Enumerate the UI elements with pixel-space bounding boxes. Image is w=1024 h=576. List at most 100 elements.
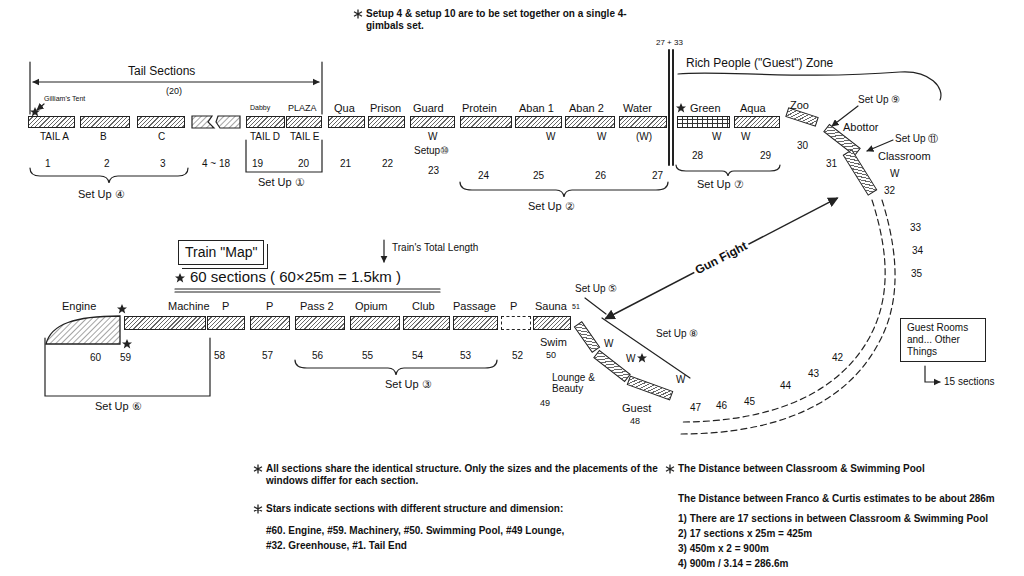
car-body xyxy=(207,316,245,330)
car-name: B xyxy=(100,131,107,143)
car-name: Engine xyxy=(62,300,96,313)
car-name: Opium xyxy=(355,300,387,313)
annotation: #32. Greenhouse, #1. Tail End xyxy=(266,540,407,552)
annotation: 20 xyxy=(298,158,309,170)
car-name: Sauna xyxy=(535,300,567,313)
annotation: 58 xyxy=(214,350,225,362)
annotation: 4) 900m / 3.14 = 286.6m xyxy=(678,558,788,570)
train-car: Prison xyxy=(366,100,407,130)
car-name: Club xyxy=(412,300,435,313)
annotation: 31 xyxy=(826,158,837,170)
car-body xyxy=(328,116,365,128)
car-body xyxy=(368,116,405,128)
car-body xyxy=(593,350,631,383)
car-body xyxy=(501,316,531,330)
train-car: Passage xyxy=(451,298,500,332)
annotation: 23 xyxy=(428,165,439,177)
annotation: 44 xyxy=(780,380,791,392)
annotation: Set Up ③ xyxy=(385,378,432,391)
car-name: Qua xyxy=(334,102,355,115)
annotation: W xyxy=(597,131,606,143)
car-name: Pass 2 xyxy=(300,300,334,313)
car-name: Guard xyxy=(413,102,444,115)
train-car: Guest xyxy=(620,373,675,416)
car-body xyxy=(677,116,730,128)
car-name: Protein xyxy=(462,102,497,115)
annotation: 50 xyxy=(546,350,556,361)
arrow-line xyxy=(605,198,837,319)
car-name: Classroom xyxy=(878,150,931,163)
train-car: B xyxy=(78,114,132,145)
train-car: P xyxy=(499,298,533,332)
annotation: Set Up ⑧ xyxy=(656,328,698,340)
annotation: Set Up ⑤ xyxy=(575,283,617,295)
box-text: Train "Map" xyxy=(185,244,257,261)
train-car: DabbyTAIL D xyxy=(244,102,287,145)
train-car: Pass 2 xyxy=(293,298,347,332)
annotation: 24 xyxy=(478,170,489,182)
annotation: 28 xyxy=(692,150,703,162)
annotation: All sections share the identical structu… xyxy=(266,463,666,487)
car-body xyxy=(453,316,498,330)
car-name: Passage xyxy=(453,300,496,313)
car-name: Abottor xyxy=(843,121,878,134)
train-car: Qua xyxy=(326,100,367,130)
annotation: 55 xyxy=(362,350,373,362)
annotation: Set Up ② xyxy=(528,200,575,213)
box-text: Guest Rooms and... Other Things xyxy=(907,322,979,358)
annotation: Set Up ⑥ xyxy=(95,400,142,413)
annotation: 3) 450m x 2 = 900m xyxy=(678,543,769,555)
car-body xyxy=(246,116,285,128)
annotation: Set Up ⑦ xyxy=(697,178,744,191)
annotation: 34 xyxy=(912,245,923,257)
car-body xyxy=(286,116,322,128)
annotation: 22 xyxy=(382,158,393,170)
car-name: Aqua xyxy=(740,102,766,115)
annotation: 54 xyxy=(412,350,423,362)
car-name: Aban 1 xyxy=(519,102,554,115)
annotation: Setup⑩ xyxy=(414,145,449,157)
car-body xyxy=(843,149,878,196)
train-car: Guard xyxy=(408,100,457,130)
train-car: C xyxy=(135,114,187,145)
car-name: Green xyxy=(690,102,721,115)
annotation: 19 xyxy=(252,158,263,170)
annotation: 46 xyxy=(716,400,727,412)
car-name: TAIL D xyxy=(250,131,280,143)
car-body xyxy=(45,314,121,345)
car-body xyxy=(533,316,571,330)
car-body xyxy=(734,116,780,128)
annotation: (W) xyxy=(636,131,652,143)
annotation: W xyxy=(890,168,899,180)
car-body xyxy=(627,375,674,400)
annotation: Setup 4 & setup 10 are to be set togethe… xyxy=(366,8,646,32)
annotation: 25 xyxy=(533,170,544,182)
annotation: Rich People ("Guest") Zone xyxy=(686,56,833,70)
annotation: Set Up ⑪ xyxy=(895,133,938,145)
car-body xyxy=(80,116,130,128)
annotation: 48 xyxy=(630,416,640,427)
annotation: 52 xyxy=(512,350,523,362)
car-body xyxy=(295,316,345,330)
car-body xyxy=(410,116,455,128)
annotation: 33 xyxy=(910,222,921,234)
annotation: (20) xyxy=(166,86,182,97)
annotation: 59 xyxy=(120,352,131,364)
annotation: 60 xyxy=(90,352,101,364)
annotation: 1 xyxy=(45,158,51,170)
annotation: W xyxy=(626,353,635,365)
car-name: TAIL E xyxy=(290,131,319,143)
annotation: Set Up ④ xyxy=(78,188,125,201)
annotation: Train's Total Length xyxy=(392,242,478,254)
annotation: 56 xyxy=(312,350,323,362)
annotation: 32 xyxy=(884,185,895,197)
note-box: Guest Rooms and... Other Things xyxy=(900,318,986,362)
car-body xyxy=(28,116,75,128)
annotation: 42 xyxy=(832,352,843,364)
car-name: P xyxy=(222,300,229,313)
car-name: Lounge & Beauty xyxy=(552,372,600,395)
car-name: Water xyxy=(623,102,652,115)
train-car: Zoo xyxy=(783,97,821,129)
